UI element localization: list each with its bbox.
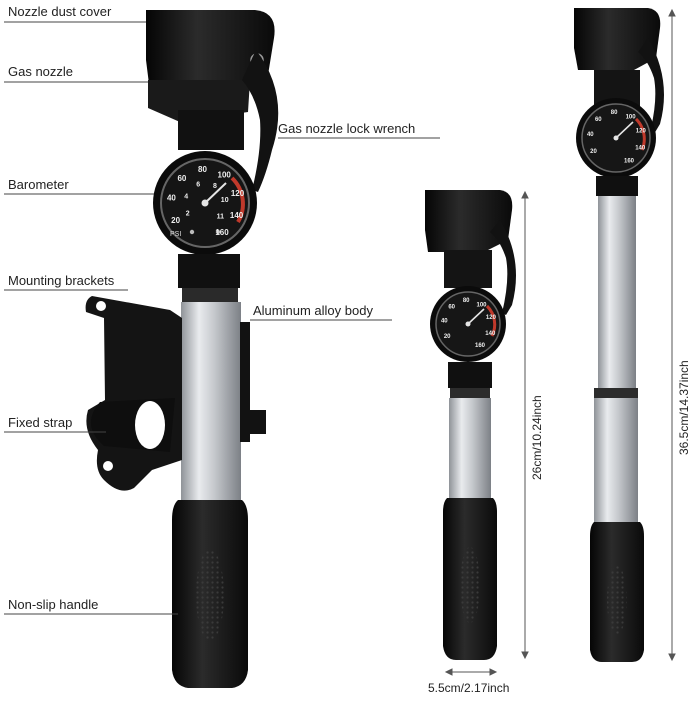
gauge-scale-label: 140 (230, 211, 244, 220)
gauge-scale-label: 6 (196, 182, 200, 189)
dimension-width: 5.5cm/2.17inch (428, 681, 510, 695)
dimension-short-length: 26cm/10.24inch (530, 395, 544, 480)
gas-nozzle-lock-wrench (242, 50, 279, 192)
gauge-scale-label: 140 (485, 331, 496, 337)
dimension-arrows (444, 8, 676, 676)
gauge-scale-label: 160 (215, 228, 229, 237)
dimension-extended-length: 36.5cm/14.37inch (677, 360, 691, 455)
gauge-scale-label: 20 (590, 149, 597, 155)
gauge-scale-label: 60 (177, 174, 186, 183)
extended-pump: 20 40 60 80 100 120 140 160 (574, 8, 664, 662)
collapsed-pump: 20 40 60 80 100 120 140 160 (425, 190, 516, 660)
label-gas-nozzle-lock-wrench: Gas nozzle lock wrench (278, 121, 416, 136)
gauge-scale-label: 80 (611, 110, 618, 116)
gauge-scale-label: 40 (587, 132, 594, 138)
gauge-scale-label: 100 (218, 171, 232, 180)
gauge-scale-label: 20 (444, 334, 451, 340)
gauge-scale-label: 80 (463, 298, 470, 304)
gauge-scale-label: 80 (198, 165, 207, 174)
gauge-scale-label: 100 (476, 302, 487, 308)
label-fixed-strap: Fixed strap (8, 415, 73, 430)
gauge-scale-label: 60 (595, 117, 602, 123)
collapsed-pump-gauge: 20 40 60 80 100 120 140 160 (430, 286, 506, 362)
label-non-slip-handle: Non-slip handle (8, 597, 99, 612)
gauge-scale-label: 2 (186, 210, 190, 217)
gauge-scale-label: 100 (626, 115, 637, 121)
gauge-scale-label: 160 (475, 343, 486, 349)
gauge-scale-label: 40 (167, 194, 176, 203)
aluminum-alloy-body (181, 302, 241, 500)
gauge-scale-label: 10 (221, 197, 229, 204)
gauge-scale-label: 8 (213, 183, 217, 190)
label-aluminum-alloy-body: Aluminum alloy body (253, 303, 373, 318)
label-gas-nozzle: Gas nozzle (8, 64, 74, 79)
gauge-scale-label: 120 (636, 128, 647, 134)
extended-pump-gauge: 20 40 60 80 100 120 140 160 (576, 98, 656, 178)
nozzle-dust-cover (146, 10, 275, 92)
gauge-scale-label: 20 (171, 216, 180, 225)
gauge-scale-label: 120 (231, 189, 245, 198)
gauge-scale-label: 60 (448, 305, 455, 311)
label-nozzle-dust-cover: Nozzle dust cover (8, 4, 112, 19)
label-barometer: Barometer (8, 177, 69, 192)
gauge-scale-label: 140 (635, 146, 646, 152)
gauge-scale-label: 120 (486, 315, 497, 321)
gauge-scale-label: 40 (441, 319, 448, 325)
gauge-scale-label: 11 (217, 213, 225, 220)
gauge-scale-label: 4 (184, 194, 188, 201)
label-mounting-brackets: Mounting brackets (8, 273, 115, 288)
gauge-scale-label: 160 (624, 159, 635, 165)
mounting-bracket (85, 296, 182, 491)
leader-lines (4, 21, 440, 615)
gauge-unit: PSI (170, 231, 181, 238)
